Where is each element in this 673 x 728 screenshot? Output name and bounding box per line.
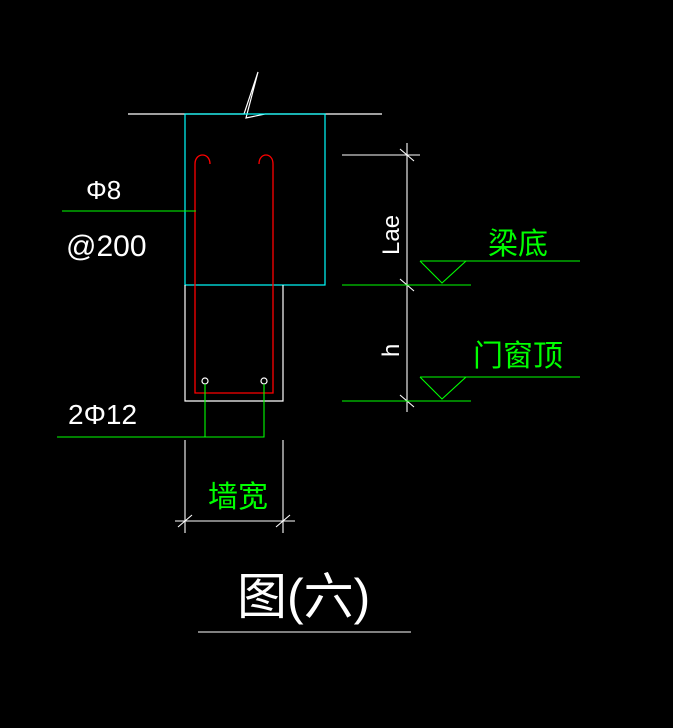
- stirrup-hook-right: [258, 154, 274, 165]
- vertical-dim-tick-top: [399, 148, 415, 162]
- stirrup-hook-left: [194, 154, 211, 165]
- main-bar-left: [201, 377, 209, 385]
- wall-width-tick-right: [275, 514, 291, 528]
- stirrup-rebar: [194, 172, 274, 394]
- opening-top-triangle: [419, 376, 467, 400]
- main-bar-leader: [57, 384, 265, 438]
- wall-width-tick-left: [177, 514, 193, 528]
- break-line: [128, 71, 382, 119]
- stirrup-diameter-label: Φ8: [86, 175, 121, 205]
- stirrup-spacing-label: @200: [66, 230, 147, 263]
- lintel-outline: [184, 285, 284, 402]
- lae-label: Lae: [378, 215, 405, 255]
- beam-outline: [184, 113, 326, 286]
- beam-bottom-triangle: [419, 260, 467, 284]
- main-bars-label: 2Φ12: [68, 399, 137, 430]
- wall-width-label: 墙宽: [208, 481, 268, 514]
- opening-top-label: 门窗顶: [473, 340, 563, 373]
- beam-bottom-label: 梁底: [488, 228, 548, 261]
- figure-title: 图(六): [237, 569, 370, 625]
- h-label: h: [378, 344, 405, 357]
- main-bar-right: [260, 377, 268, 385]
